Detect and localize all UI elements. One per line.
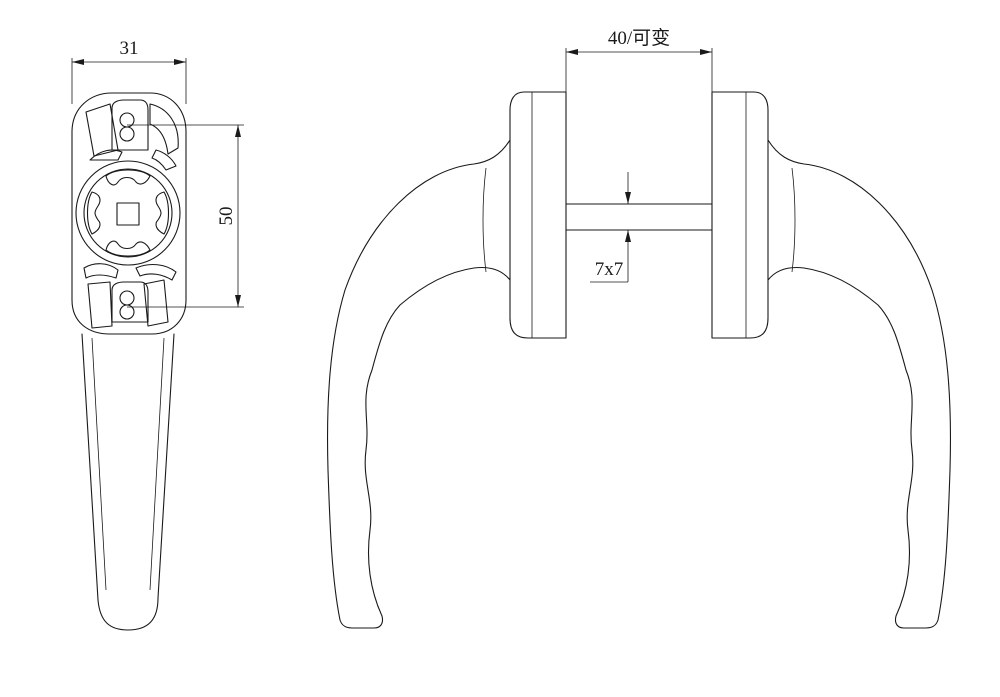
dimension-screw-spacing: 50 (127, 124, 244, 308)
handle-lever (81, 333, 175, 631)
upper-screw-block (85, 99, 179, 171)
handle-lever-inner (91, 337, 165, 591)
dimension-screw-spacing-label: 50 (216, 207, 237, 226)
rosette-outline (71, 92, 187, 335)
lower-screw-block (83, 263, 177, 329)
dimension-spindle-section: 7x7 (590, 172, 631, 283)
dimension-spindle-length-label: 40/可变 (608, 27, 670, 49)
side-view: 40/可变 7x7 (326, 27, 952, 629)
dimension-spindle-section-label: 7x7 (595, 259, 624, 280)
spindle-boss (75, 160, 181, 266)
right-rosette (711, 91, 769, 339)
left-rosette (509, 91, 567, 339)
right-handle (767, 139, 952, 629)
front-view: 31 50 (71, 38, 244, 631)
dimension-spindle-length: 40/可变 (565, 27, 713, 92)
dimension-width: 31 (71, 38, 187, 104)
square-spindle (565, 203, 713, 231)
dimension-width-label: 31 (120, 38, 139, 59)
left-handle (326, 139, 511, 629)
